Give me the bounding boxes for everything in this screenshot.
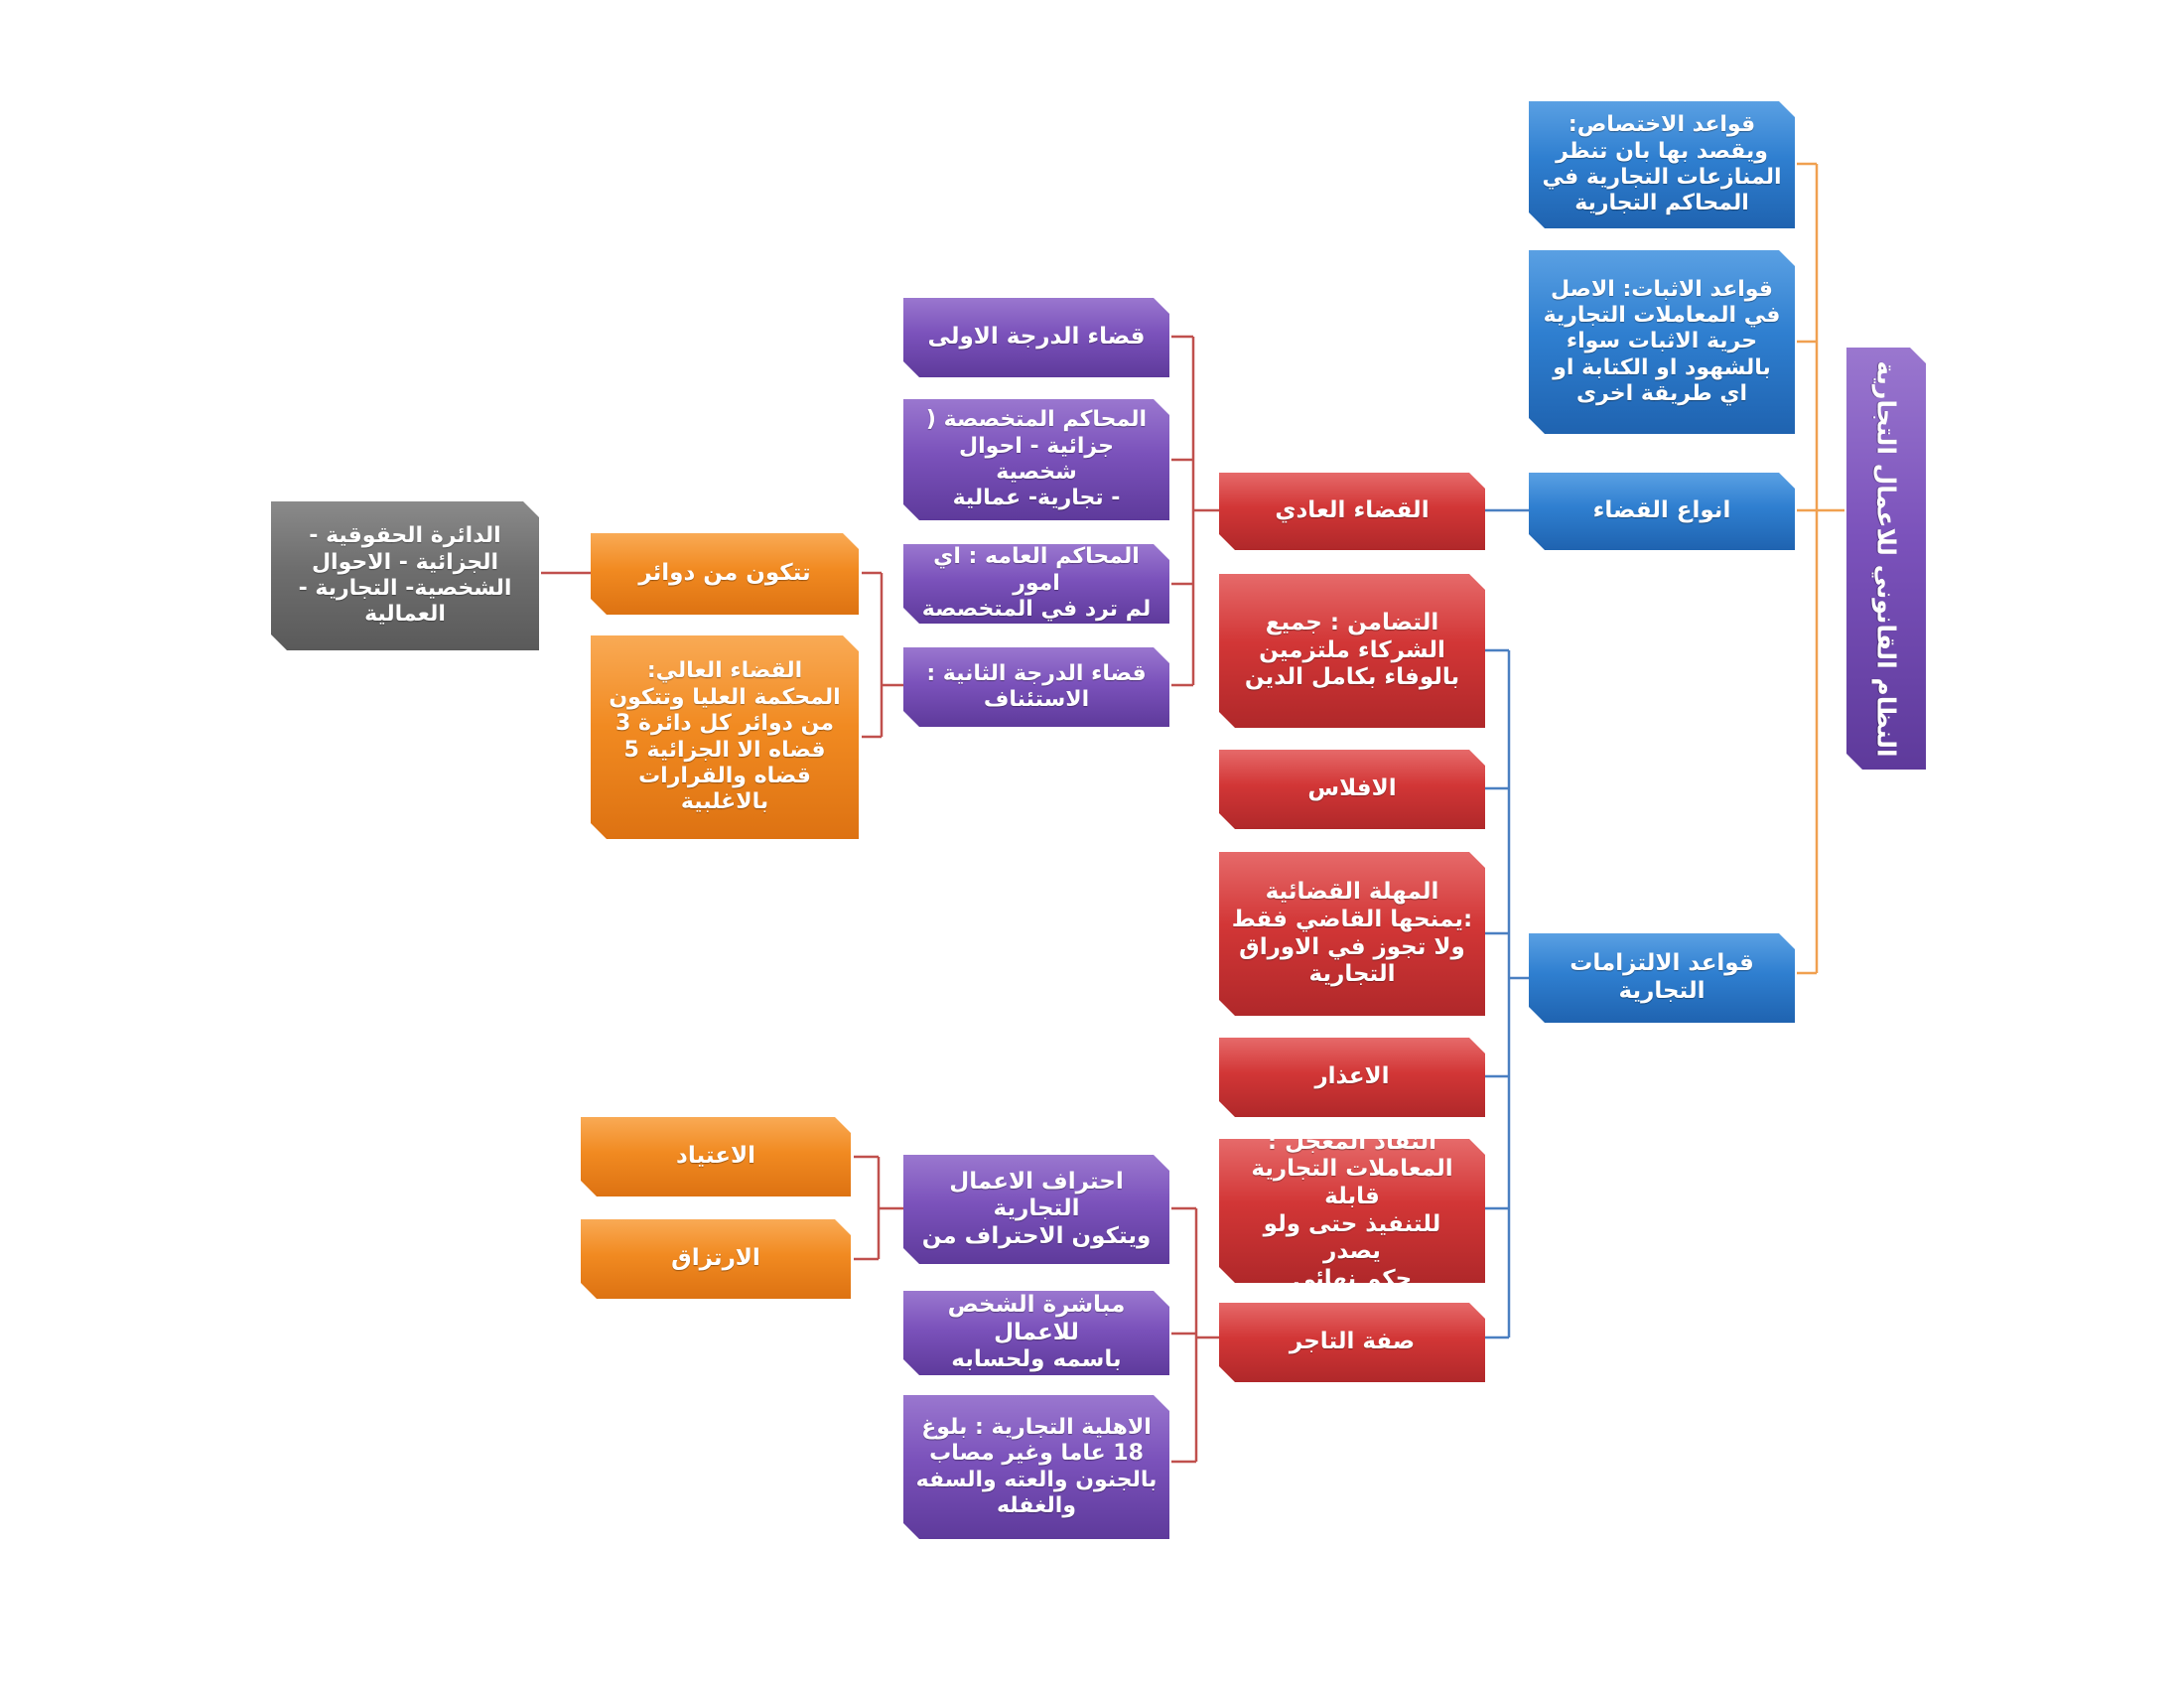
connector-purple-orange: [862, 571, 903, 739]
root-node: النظام القانوني للاعمال التجارية: [1846, 348, 1926, 770]
node-judiciary-types: انواع القضاء: [1529, 473, 1795, 550]
node-grace-period: المهلة القضائية :يمنحها القاضي فقط ولا ت…: [1219, 852, 1485, 1016]
node-supreme-court-label: القضاء العالي: المحكمة العليا وتتكون من …: [609, 658, 841, 815]
node-habituation: الاعتياد: [581, 1117, 851, 1196]
node-expedited-enforcement: النفاذ المعجل : المعاملات التجارية قابلة…: [1219, 1139, 1485, 1283]
node-specialized-courts: المحاكم المتخصصة ( جزائية - احوال شخصية …: [903, 399, 1169, 520]
node-first-degree: قضاء الدرجة الاولى: [903, 298, 1169, 377]
node-ordinary-judiciary: القضاء العادي: [1219, 473, 1485, 550]
connector-obligations: [1484, 648, 1534, 1339]
node-notice-label: الاعذار: [1314, 1063, 1390, 1090]
node-bankruptcy-label: الافلاس: [1307, 775, 1397, 802]
node-merchant-status-label: صفة التاجر: [1289, 1329, 1416, 1355]
node-specialized-courts-label: المحاكم المتخصصة ( جزائية - احوال شخصية …: [925, 407, 1148, 511]
node-rules-evidence-label: قواعد الاثبات: الاصل في المعاملات التجار…: [1543, 276, 1781, 407]
node-rules-evidence: قواعد الاثبات: الاصل في المعاملات التجار…: [1529, 250, 1795, 434]
node-grace-period-label: المهلة القضائية :يمنحها القاضي فقط ولا ت…: [1231, 879, 1473, 988]
node-supreme-court: القضاء العالي: المحكمة العليا وتتكون من …: [591, 635, 859, 839]
node-rules-jurisdiction: قواعد الاختصاص: ويقصد بها بان تنظر المنا…: [1529, 101, 1795, 228]
node-consists-of-circuits-label: تتكون من دوائر: [638, 560, 811, 587]
connector-merchant-status: [1171, 1206, 1221, 1464]
node-habituation-label: الاعتياد: [676, 1143, 755, 1170]
node-rules-jurisdiction-label: قواعد الاختصاص: ويقصد بها بان تنظر المنا…: [1542, 112, 1782, 216]
node-first-degree-label: قضاء الدرجة الاولى: [927, 324, 1146, 351]
node-capacity-label: الاهلية التجارية : بلوغ 18 عاما وغير مصا…: [915, 1414, 1158, 1518]
connector-ordinary-judiciary: [1171, 335, 1221, 687]
root-node-label: النظام القانوني للاعمال التجارية: [1872, 359, 1901, 758]
node-solidarity-label: التضامن : جميع الشركاء ملتزمين بالوفاء ب…: [1244, 610, 1460, 691]
node-bankruptcy: الافلاس: [1219, 750, 1485, 829]
node-solidarity: التضامن : جميع الشركاء ملتزمين بالوفاء ب…: [1219, 574, 1485, 728]
node-consists-of-circuits: تتكون من دوائر: [591, 533, 859, 615]
node-commercial-obligations: قواعد الالتزامات التجارية: [1529, 933, 1795, 1023]
node-merchant-status: صفة التاجر: [1219, 1303, 1485, 1382]
connector-root-branches: [1797, 162, 1844, 975]
node-general-courts-label: المحاكم العامه : اي امور لم ترد في المتخ…: [921, 544, 1152, 623]
node-ordinary-judiciary-label: القضاء العادي: [1275, 497, 1430, 524]
node-expedited-enforcement-label: النفاذ المعجل : المعاملات التجارية قابلة…: [1251, 1128, 1453, 1292]
node-general-courts: المحاكم العامه : اي امور لم ترد في المتخ…: [903, 544, 1169, 624]
node-own-name-label: مباشرة الشخص للاعمال باسمه ولحسابه: [947, 1292, 1126, 1373]
node-livelihood-label: الارتزاق: [671, 1245, 760, 1272]
node-judiciary-types-label: انواع القضاء: [1592, 497, 1731, 524]
node-professionalism: احتراف الاعمال التجارية ويتكون الاحتراف …: [903, 1155, 1169, 1264]
node-second-degree-label: قضاء الدرجة الثانية : الاستئناف: [926, 660, 1147, 712]
node-second-degree: قضاء الدرجة الثانية : الاستئناف: [903, 647, 1169, 727]
node-capacity: الاهلية التجارية : بلوغ 18 عاما وغير مصا…: [903, 1395, 1169, 1539]
node-circuits-list: الدائرة الحقوقية - الجزائية - الاحوال ال…: [271, 501, 539, 650]
node-own-name: مباشرة الشخص للاعمال باسمه ولحسابه: [903, 1291, 1169, 1375]
node-circuits-list-label: الدائرة الحقوقية - الجزائية - الاحوال ال…: [298, 523, 512, 628]
node-commercial-obligations-label: قواعد الالتزامات التجارية: [1570, 950, 1754, 1004]
node-notice: الاعذار: [1219, 1038, 1485, 1117]
node-professionalism-label: احتراف الاعمال التجارية ويتكون الاحتراف …: [921, 1168, 1152, 1249]
connector-professionalism: [854, 1155, 903, 1261]
node-livelihood: الارتزاق: [581, 1219, 851, 1299]
